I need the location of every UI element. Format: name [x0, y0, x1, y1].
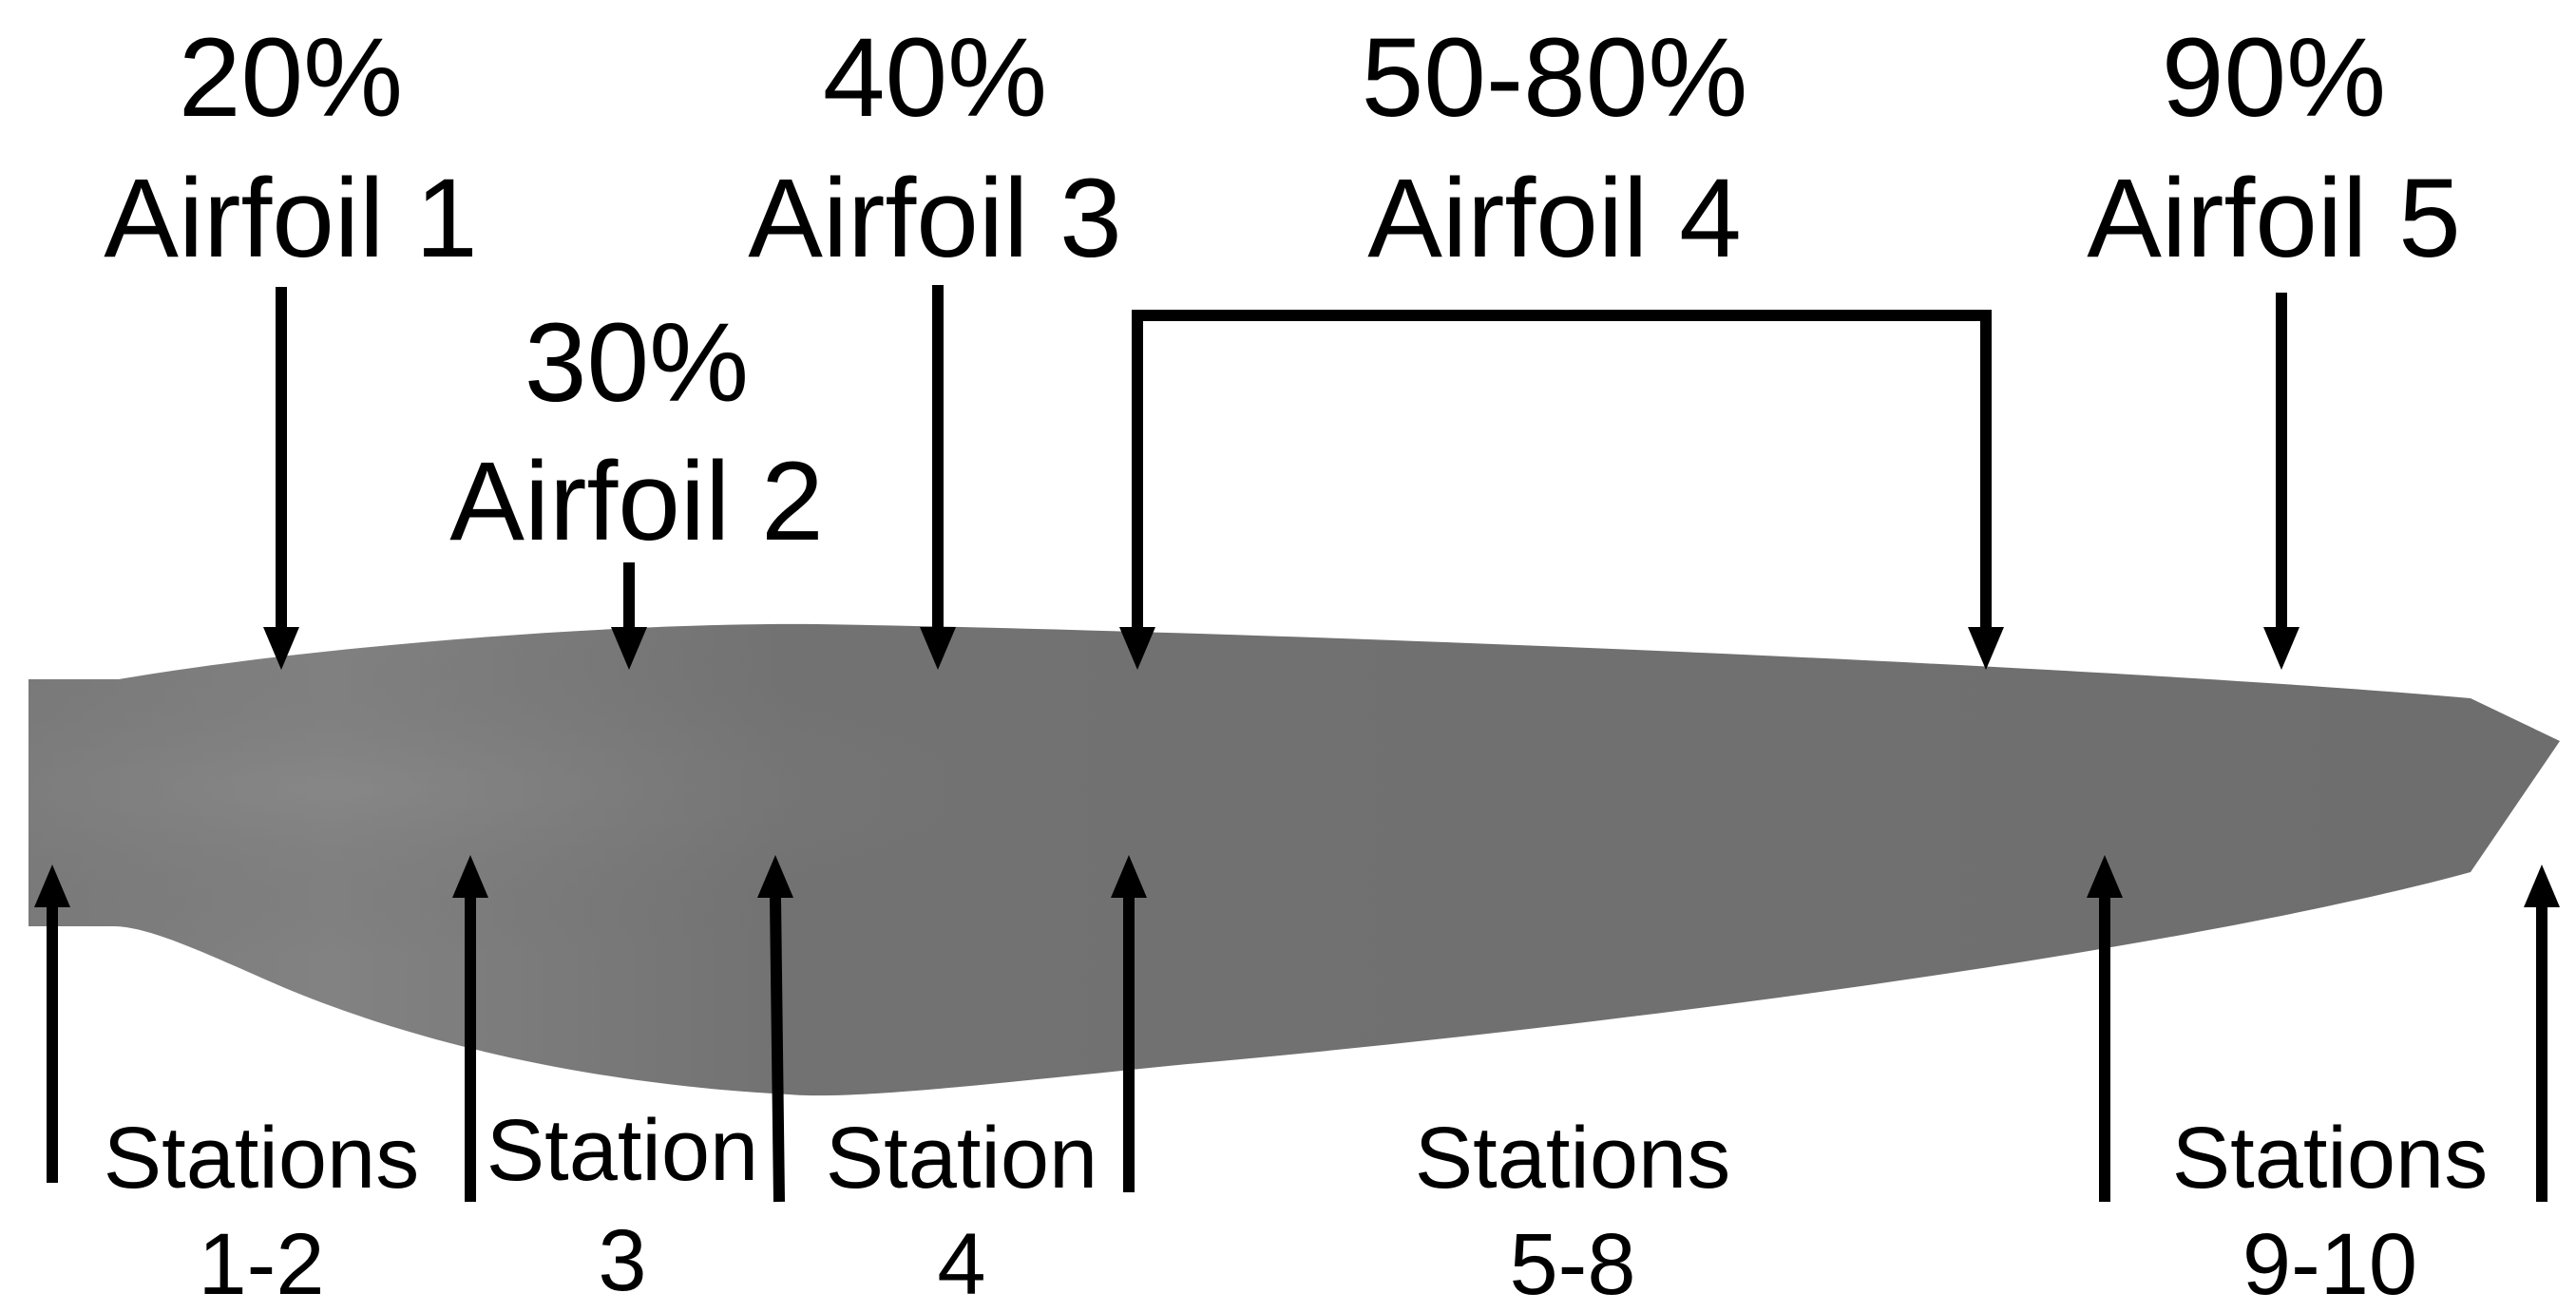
airfoil-1-arrow — [263, 287, 299, 670]
station-3-label: Station — [487, 1102, 758, 1199]
airfoil-2-percent: 30% — [525, 300, 749, 426]
airfoil-5-percent: 90% — [2162, 15, 2386, 141]
stations-1-2-label: Stations — [104, 1110, 419, 1207]
airfoil-3-percent: 40% — [823, 15, 1047, 141]
blade-shape — [29, 623, 2560, 1096]
stations-9-10-range: 9-10 — [2242, 1216, 2417, 1312]
airfoil-1-percent: 20% — [179, 15, 403, 141]
station-boundary-arrow-5 — [2087, 855, 2123, 1202]
stations-1-2-range: 1-2 — [199, 1216, 325, 1312]
airfoil-4-range-bracket — [1132, 310, 1992, 627]
airfoil-3-name: Airfoil 3 — [748, 156, 1121, 281]
stations-9-10-label: Stations — [2172, 1110, 2488, 1207]
station-boundary-arrow-3 — [757, 855, 793, 1203]
station-boundary-arrow-2 — [452, 855, 488, 1202]
station-4-range: 4 — [937, 1216, 985, 1312]
airfoil-5-arrow — [2263, 293, 2299, 670]
airfoil-5-name: Airfoil 5 — [2087, 156, 2460, 281]
stations-5-8-label: Stations — [1415, 1110, 1730, 1207]
airfoil-3-arrow — [920, 285, 956, 670]
station-boundary-arrow-6 — [2524, 865, 2560, 1202]
station-4-label: Station — [826, 1110, 1097, 1207]
stations-5-8-range: 5-8 — [1510, 1216, 1636, 1312]
airfoil-2-arrow — [611, 562, 647, 670]
airfoil-2-name: Airfoil 2 — [449, 439, 823, 564]
airfoil-4-percent: 50-80% — [1362, 15, 1748, 141]
station-boundary-arrow-1 — [34, 865, 70, 1183]
airfoil-4-end-arrowhead — [1968, 627, 2004, 670]
station-3-range: 3 — [598, 1212, 646, 1309]
station-boundary-arrow-4 — [1111, 855, 1147, 1192]
airfoil-1-name: Airfoil 1 — [104, 156, 477, 281]
airfoil-4-name: Airfoil 4 — [1367, 156, 1741, 281]
airfoil-4-start-arrowhead — [1119, 627, 1155, 670]
